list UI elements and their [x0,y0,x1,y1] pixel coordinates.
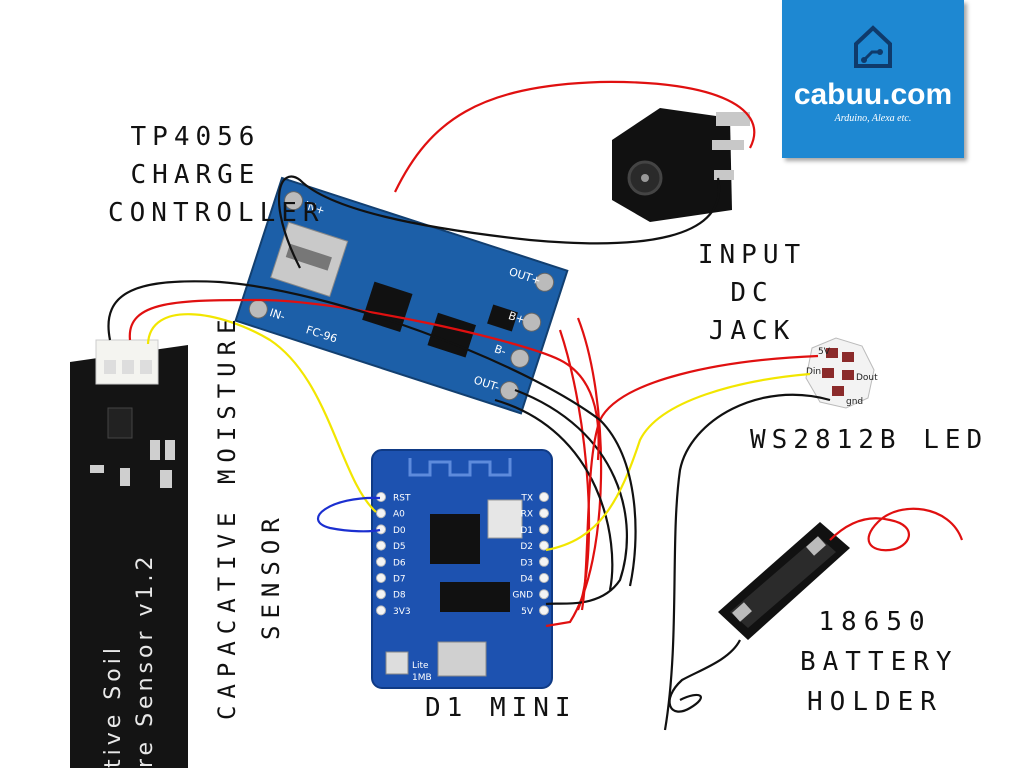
d1-right-pin-hole-tx [539,492,549,502]
label-dc-jack: INPUT DC JACK [682,236,822,350]
battery-holder [718,522,850,640]
d1-right-pin-label-d4: D4 [520,575,533,585]
led-pin-din: Din [806,367,821,377]
wire-black-battery [668,639,741,713]
label-tp4056-line2: CHARGE [130,160,261,190]
brand-tagline: Arduino, Alexa etc. [834,113,912,124]
d1-left-pin-label-3v3: 3V3 [393,607,411,617]
label-moisture-line2: SENSOR [257,511,285,640]
label-dc-jack-line2: DC JACK [708,278,796,346]
wires [107,80,964,731]
label-moisture-sensor: CAPACATIVE MOISTURE SENSOR [205,312,293,720]
d1-left-pin-hole-d5 [376,540,386,551]
led-pin-5v: 5V [818,347,831,357]
d1-usb-port [437,641,487,677]
svg-text:1MB: 1MB [412,673,432,683]
d1-right-pin-label-d3: D3 [520,558,533,568]
ws2812b-led: 5V Din Dout gnd [805,337,878,409]
label-battery-line2: BATTERY [800,647,959,677]
d1-right-pin-label-gnd: GND [512,591,533,601]
d1-right-pin-hole-gnd [539,589,549,600]
d1-left-pin-hole-d0 [376,524,386,535]
wire-black-dc-in [277,175,721,269]
d1-left-pin-label-d7: D7 [393,575,406,585]
d1-right-pin-hole-d2 [539,540,549,551]
d1-left-pin-label-rst: RST [393,494,411,504]
label-battery-line1: 18650 [818,607,932,637]
wire-black-out-gnd [514,388,628,606]
d1-right-pin-hole-5v [539,605,549,616]
wire-red-b-battery [558,329,591,611]
moisture-sensor: tive Soil re Sensor v1.2 [70,339,188,768]
d1-right-pin-hole-d4 [539,573,549,583]
d1-right-pin-hole-d1 [539,524,549,535]
label-battery: 18650 BATTERY HOLDER [800,602,959,722]
tp-in-minus: IN- [268,306,287,323]
d1-left-pin-label-d8: D8 [393,591,406,601]
usb-serial-chip [440,582,510,612]
house-circuit-icon [854,25,892,68]
label-moisture-line1: CAPACATIVE MOISTURE [213,312,241,720]
led-pin-gnd: gnd [846,397,863,407]
d1-left-pin-hole-d6 [376,556,386,567]
d1-left-pin-hole-d8 [376,589,386,600]
d1-right-pin-label-d2: D2 [520,542,533,552]
wire-blue-rst-d0 [316,496,381,533]
label-d1-mini: D1 MINI [425,693,577,723]
sensor-chip [107,407,133,439]
wire-red-dc-in [394,80,756,193]
wire-red-out-5v [545,317,603,628]
d1-left-pin-label-d0: D0 [393,526,406,536]
wire-black-sensor [107,280,637,587]
sensor-line-1: tive Soil [101,644,126,768]
label-tp4056: TP4056 CHARGE CONTROLLER [108,118,325,232]
d1-right-pin-hole-rx [539,508,549,519]
d1-left-pin-hole-3v3 [376,605,386,616]
d1-left-pin-hole-d7 [376,573,386,583]
wire-black-led-gnd [663,393,831,731]
wire-yellow-sensor [146,313,377,513]
d1-left-pin-label-a0: A0 [393,510,405,520]
tp-b-minus: B- [493,342,508,358]
esp-chip [430,514,480,564]
reset-button [385,651,409,675]
d1-left-pin-hole-a0 [376,508,386,519]
brand-name: cabuu.com [793,78,953,111]
wire-red-battery [829,507,964,552]
sensor-line-2: re Sensor v1.2 [133,553,158,768]
tp4056-chip [362,281,413,333]
d1-right-pin-label-tx: TX [520,494,533,504]
tp-in-plus: IN+ [303,199,327,218]
wire-black-b-minus [494,398,614,591]
d1-chip-label: Lite [412,661,429,671]
d1-left-pin-label-d5: D5 [393,542,406,552]
d1-right-pin-label-5v: 5V [521,607,534,617]
wire-red-sensor [128,298,600,461]
label-tp4056-line3: CONTROLLER [108,198,325,228]
led-pin-dout: Dout [856,373,878,383]
label-dc-jack-line1: INPUT [697,240,807,270]
d1-left-pin-label-d6: D6 [393,558,406,568]
wire-yellow-led-d2 [545,372,811,552]
d1-right-pin-label-d1: D1 [520,526,533,536]
dc-jack [612,108,750,222]
label-battery-line3: HOLDER [807,687,943,717]
label-tp4056-line1: TP4056 [130,122,261,152]
tp-b-plus: B+ [507,309,527,327]
d1-right-pin-hole-d3 [539,556,549,567]
brand-badge: cabuu.com Arduino, Alexa etc. [782,0,964,158]
d1-right-pin-label-rx: RX [521,510,533,520]
label-led: WS2812B LED [750,425,989,455]
